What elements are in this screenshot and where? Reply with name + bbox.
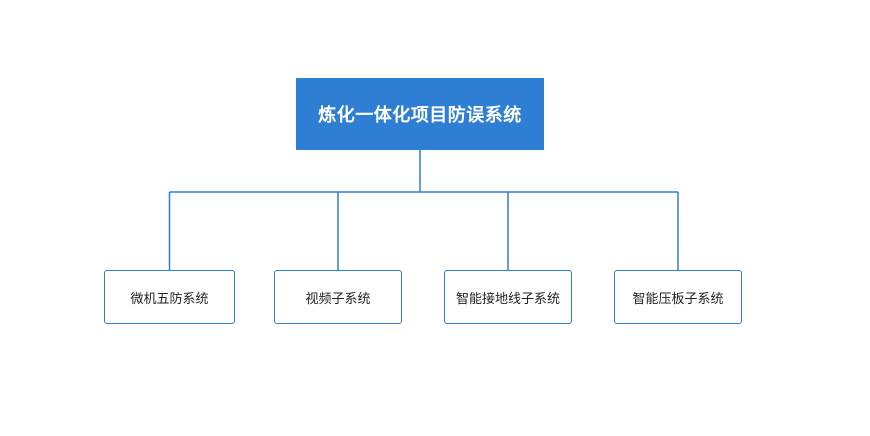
- node-root-label: 炼化一体化项目防误系统: [318, 105, 522, 125]
- node-child-weiji-wufang[interactable]: 微机五防系统: [104, 270, 235, 324]
- node-child-label: 智能压板子系统: [632, 290, 724, 306]
- node-root[interactable]: 炼化一体化项目防误系统: [296, 78, 544, 150]
- node-child-label: 智能接地线子系统: [455, 290, 560, 306]
- node-child-video[interactable]: 视频子系统: [274, 270, 402, 324]
- node-child-label: 视频子系统: [305, 290, 371, 306]
- node-child-smart-grounding[interactable]: 智能接地线子系统: [444, 270, 572, 324]
- node-child-smart-pressplate[interactable]: 智能压板子系统: [614, 270, 742, 324]
- node-child-label: 微机五防系统: [130, 290, 209, 306]
